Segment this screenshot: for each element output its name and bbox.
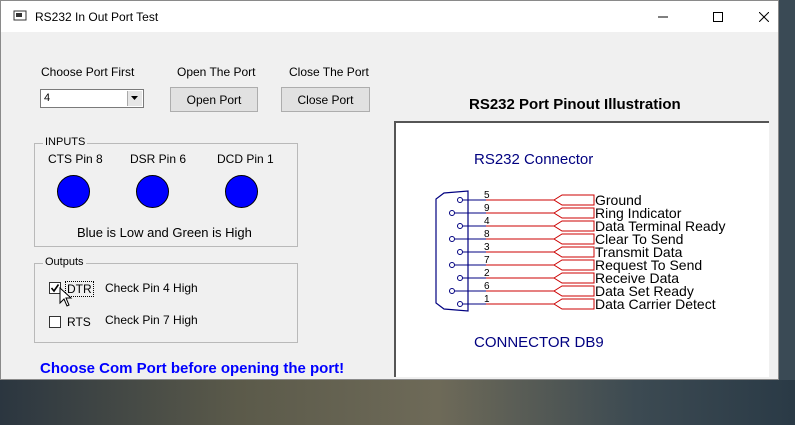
rts-description: Check Pin 7 High: [105, 313, 198, 327]
pin-number: 8: [484, 229, 490, 240]
desktop-background: [0, 380, 795, 425]
app-window: RS232 In Out Port Test Choose Port First…: [0, 0, 779, 380]
db9-shell: [435, 190, 469, 312]
pin-connector: [553, 207, 595, 219]
dcd-indicator: [225, 175, 258, 208]
pin-number: 9: [484, 203, 490, 214]
checkmark-icon: [50, 284, 60, 293]
pin-number: 2: [484, 268, 490, 279]
pin-connector: [553, 194, 595, 206]
dtr-checkbox[interactable]: [49, 282, 61, 294]
pin-number: 7: [484, 255, 490, 266]
port-select-value: 4: [44, 92, 51, 104]
close-window-button[interactable]: [741, 1, 787, 32]
open-port-label: Open The Port: [177, 65, 256, 79]
dtr-description: Check Pin 4 High: [105, 281, 198, 295]
pin-signal-label: Clear To Send: [595, 231, 683, 247]
pin-number: 4: [484, 216, 490, 227]
connector-label: RS232 Connector: [474, 151, 593, 168]
led-legend: Blue is Low and Green is High: [77, 225, 252, 240]
inputs-group-title: INPUTS: [43, 136, 88, 148]
pin-signal-label: Data Terminal Ready: [595, 218, 725, 234]
pin-circle: [449, 288, 455, 294]
maximize-button[interactable]: [695, 1, 741, 32]
dropdown-button[interactable]: [127, 91, 142, 106]
warning-message: Choose Com Port before opening the port!: [40, 360, 345, 377]
outputs-group-title: Outputs: [43, 256, 86, 268]
footer-label: CONNECTOR DB9: [474, 334, 604, 351]
pin-connector: [553, 259, 595, 271]
cts-indicator: [57, 175, 90, 208]
led-label-dcd: DCD Pin 1: [217, 152, 274, 166]
chevron-down-icon: [131, 96, 138, 100]
title-bar[interactable]: RS232 In Out Port Test: [1, 1, 778, 32]
pin-signal-label: Transmit Data: [595, 244, 683, 260]
pin-number: 5: [484, 190, 490, 201]
pin-number: 6: [484, 281, 490, 292]
mouse-cursor-icon: [59, 287, 73, 307]
pin-connector: [553, 272, 595, 284]
pin-signal-label: Request To Send: [595, 257, 702, 273]
window-title: RS232 In Out Port Test: [35, 10, 159, 24]
pin-circle: [457, 223, 463, 229]
maximize-icon: [713, 11, 723, 22]
illustration-title: RS232 Port Pinout Illustration: [469, 96, 681, 113]
pin-circle: [457, 275, 463, 281]
close-icon: [759, 11, 769, 22]
close-port-label: Close The Port: [289, 65, 369, 79]
pin-circle: [449, 236, 455, 242]
pin-circle: [457, 197, 463, 203]
open-port-button[interactable]: Open Port: [170, 87, 258, 112]
dtr-label[interactable]: DTR: [65, 281, 94, 297]
led-label-dsr: DSR Pin 6: [130, 152, 187, 166]
pin-circle: [457, 249, 463, 255]
close-port-button[interactable]: Close Port: [281, 87, 370, 112]
pin-number: 1: [484, 294, 490, 305]
pin-signal-label: Ring Indicator: [595, 205, 682, 221]
pin-rows: 5 Ground 9 Ring Indicator 4 Data Terminal Rea…: [449, 190, 725, 312]
dsr-indicator: [136, 175, 169, 208]
pin-circle: [449, 262, 455, 268]
port-select[interactable]: 4: [40, 89, 144, 108]
pinout-diagram: RS232 Connector CONNECTOR DB9 5 Ground 9 Ri…: [435, 151, 725, 351]
pin-signal-label: Ground: [595, 192, 642, 208]
rts-checkbox[interactable]: [49, 316, 61, 328]
app-icon: [13, 10, 27, 21]
pinout-illustration: RS232 Connector CONNECTOR DB9 5 Ground 9 Ri…: [394, 121, 769, 377]
pin-connector: [553, 285, 595, 297]
pin-signal-label: Receive Data: [595, 270, 679, 286]
pin-circle: [457, 301, 463, 307]
pin-circle: [449, 210, 455, 216]
choose-port-label: Choose Port First: [41, 65, 135, 79]
pin-connector: [553, 246, 595, 258]
inputs-group: INPUTS: [34, 136, 298, 247]
pin-connector: [553, 298, 595, 310]
outputs-group: Outputs: [34, 256, 298, 343]
pin-signal-label: Data Set Ready: [595, 283, 694, 299]
pin-connector: [553, 220, 595, 232]
minimize-icon: [658, 16, 668, 17]
pin-signal-label: Data Carrier Detect: [595, 296, 716, 312]
pin-connector: [553, 233, 595, 245]
minimize-button[interactable]: [640, 1, 686, 32]
led-label-cts: CTS Pin 8: [48, 152, 103, 166]
rts-label[interactable]: RTS: [67, 315, 91, 329]
pin-number: 3: [484, 242, 490, 253]
